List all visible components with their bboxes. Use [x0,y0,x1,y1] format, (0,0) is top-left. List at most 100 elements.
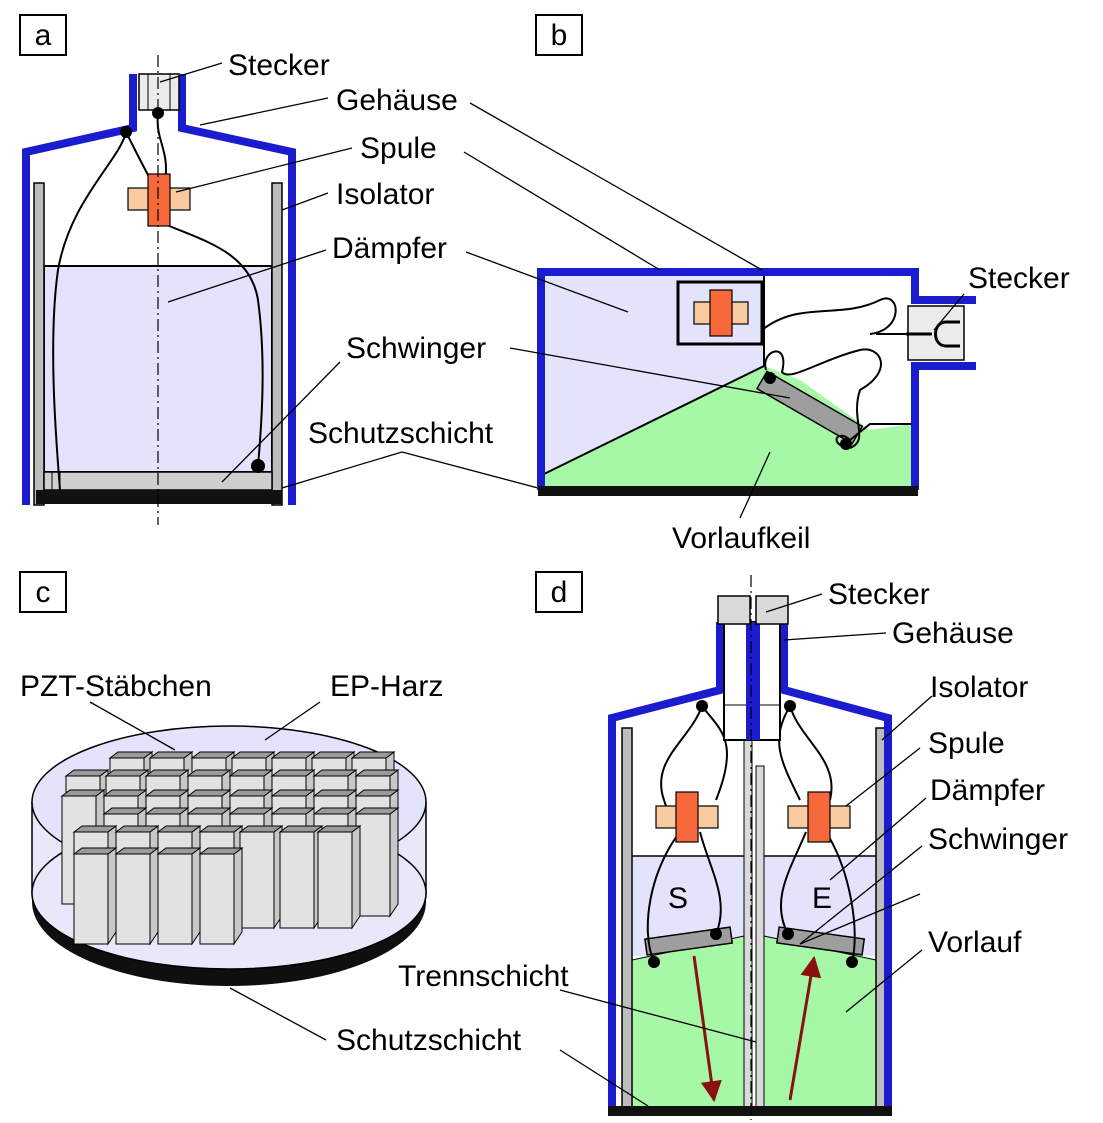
panel-b-letter-box [535,14,583,56]
panel-d-wire [789,705,833,801]
panel-a: a [19,14,539,525]
panel-a-letter-box [19,14,67,56]
panel-d-isolator-left [621,727,633,1109]
panel-d-wire [778,705,801,801]
panel-d-leader-daempfer [829,797,927,881]
panel-a-leader-stecker [159,62,223,83]
pzt-rod [354,807,400,918]
panel-c-rods [60,751,400,946]
panel-d-wire [825,831,856,963]
panel-a-isolator-left [33,182,45,506]
panel-c-label-ep-harz: EP-Harz [330,670,443,703]
pzt-rod [316,825,362,930]
pzt-rod [238,825,284,930]
panel-d-leader-schwinger [799,845,923,945]
panel-b-leader-stecker [933,293,965,331]
pzt-rod [156,847,202,946]
panel-a-solder-point [152,107,164,119]
panel-a-leader-isolator [281,192,329,211]
panel-b-wedge-edge [543,365,765,475]
panel-d-leader-trennschicht [559,989,757,1043]
panel-d-leader-gehaeuse [783,632,887,641]
panel-d-label-gehaeuse: Gehäuse [892,617,1014,650]
panel-a-leader-daempfer [167,249,327,303]
panel-d-solder-point [696,700,708,712]
panel-d-label-sender: S [668,882,688,915]
panel-a-connector [138,73,180,111]
panel-d-separator-right [755,765,765,1109]
panel-a-coil-core [147,173,171,227]
panel-d-housing-center [746,622,760,740]
panel-d-delay-right [764,936,876,1106]
panel-d-wire [699,831,722,935]
panel-d-letter-box [535,571,583,613]
panel-d-wire [646,831,681,963]
panel-a-letter: a [35,19,52,52]
panel-a-label-isolator: Isolator [336,178,434,211]
panel-c-label-schutzschicht: Schutzschicht [336,1024,522,1057]
panel-d-solder-point [710,928,722,940]
panel-b-label-stecker: Stecker [968,262,1070,295]
pzt-rod [114,847,160,946]
panel-a-label-spule: Spule [360,132,437,165]
panel-d-label-receiver: E [812,882,832,915]
panel-b-housing [537,268,976,490]
panel-d-solder-point [648,956,660,968]
panel-a-wire [156,113,167,183]
panel-a-leader-spule [175,147,353,193]
panel-b-leader-daempfer [465,251,629,313]
panel-d-leader-isolator [881,695,933,741]
panel-d-label-isolator: Isolator [930,671,1028,704]
panel-d-leader-schutzschicht [559,1049,649,1107]
pzt-rod [198,847,244,946]
panel-b-leader-spule [463,151,661,271]
panel-d-wire [779,831,807,935]
panel-a-leader-schwinger [221,361,341,483]
panel-c-letter: c [36,576,51,609]
panel-d-solder-point [784,700,796,712]
panel-b-wire [764,348,882,449]
panel-d-solder-point [846,956,858,968]
panel-d-coil-core-left [675,791,699,843]
panel-b-letter: b [551,19,568,52]
panel-a-leader-gehaeuse [199,97,329,126]
panel-b-leader-gehaeuse [469,102,763,271]
panel-d-coil-core-right [807,791,831,843]
panel-b-label-vorlaufkeil: Vorlaufkeil [672,522,810,555]
panel-c-leader-pzt [89,701,176,751]
panel-a-label-daempfer: Dämpfer [332,232,447,265]
panel-d-label-vorlauf: Vorlauf [928,926,1022,959]
panel-a-label-gehaeuse: Gehäuse [336,84,458,117]
panel-d-leader-schwinger-2 [799,893,921,945]
panel-d: d [398,571,1068,1120]
panel-a-wire [52,131,127,491]
panel-d-protective-layer [608,1106,892,1116]
panel-b-leader-schwinger [509,347,791,399]
panel-a-protective-layer [36,490,282,504]
panel-a-label-schutzschicht: Schutzschicht [308,417,494,450]
panel-d-letter: d [551,576,568,609]
panel-d-housing [608,622,892,1108]
panel-c: c PZT-Stäbchen EP-Harz Schutzschicht [19,571,522,1057]
panel-d-sound-path-in [788,955,822,1101]
pzt-rod [278,825,324,930]
panel-d-delay-left [632,936,744,1106]
panel-d-connector-left [717,595,751,625]
panel-c-label-pzt: PZT-Stäbchen [20,670,212,703]
panel-b: b Stecke [463,14,1070,555]
panel-a-label-schwinger: Schwinger [346,332,486,365]
panel-a-isolator-right [271,182,283,506]
panel-b-coil-core [709,289,733,337]
panel-d-leader-stecker [765,593,823,613]
panel-d-solder-point [782,928,794,940]
panel-d-leader-vorlauf [845,949,923,1013]
panel-b-solder-point [840,438,852,450]
panel-a-leader-schutzschicht [281,451,403,489]
panel-d-label-trennschicht: Trennschicht [398,960,569,993]
panel-d-label-stecker: Stecker [828,578,930,611]
panel-b-wedge [544,366,912,488]
panel-b-leader-vorlaufkeil [739,451,771,519]
panel-a-wire [159,221,264,467]
panel-d-label-spule: Spule [928,727,1005,760]
